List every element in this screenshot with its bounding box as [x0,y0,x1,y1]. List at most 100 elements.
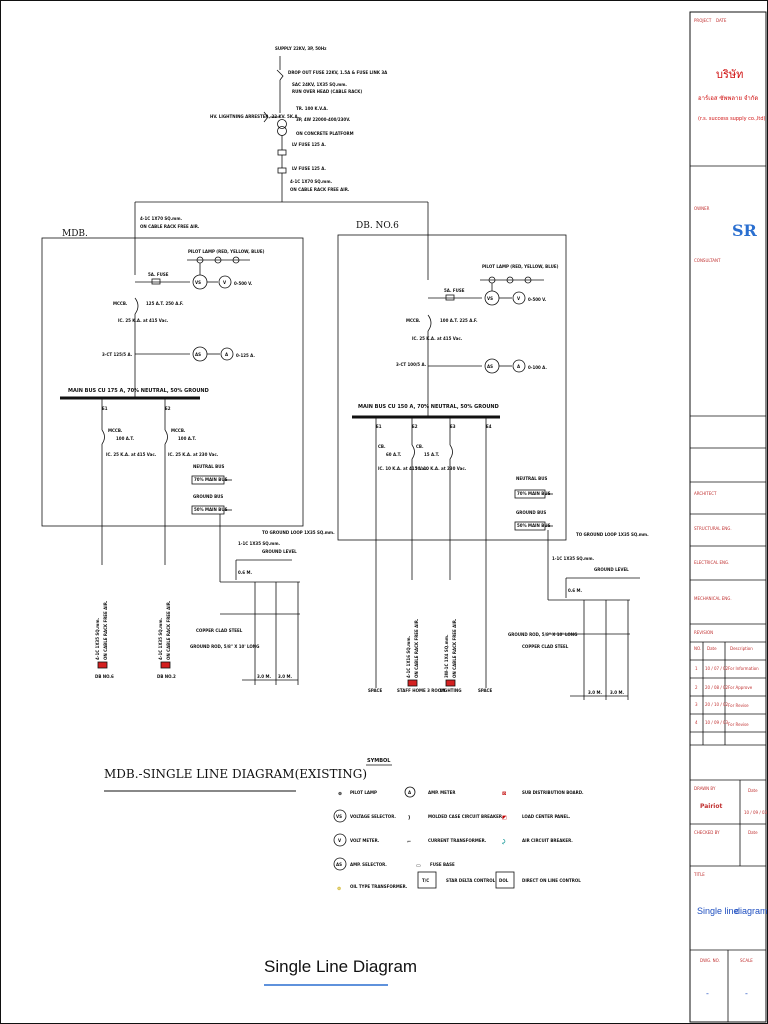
legend-fuse-text: FUSE BASE [430,862,455,867]
legend-ct-icon: ⌐ [407,839,411,845]
tb-checked-label: CHECKED BY [694,830,720,835]
feeder-cable-label: 4-1C 1X70 SQ.mm. [140,216,183,221]
db6-e3-run: ON CABLE RACK FREE AIR. [452,618,457,678]
db6-mccb-ic: IC. 25 K.A. at 415 Vac. [412,336,463,341]
title-block: PROJECT DATE บริษัท อาร์เอส ซัพพลาย จำกั… [690,18,768,1022]
tb-rev-2-no: 2 [695,685,698,690]
mdb-amp-label: 0-125 A. [236,353,255,358]
company-name-thai: บริษัท [716,68,743,81]
tb-rev-4-desc: For Revise [728,722,749,727]
arrester-label: HV. LIGHTNING ARRESTER, 22 KV. 5K.A. [210,114,300,119]
legend-volt-text: VOLT METER. [350,838,380,843]
legend-mccb-icon: ) [408,815,410,821]
legend-ct-text: CURRENT TRANSFORMER. [428,838,487,843]
feeder-split: 4-1C 1X70 SQ.mm. ON CABLE RACK FREE AIR. [134,201,429,280]
legend-dol-icon: DOL [499,878,509,883]
db6-mccb-label: MCCB. [406,318,421,323]
transformer-base: ON CONCRETE PLATFORM [296,131,354,136]
tb-project-label: PROJECT [694,18,712,23]
tb-scale-value: - [745,989,748,998]
db6-rod-label: GROUND ROD, 5/8" X 10' LONG [508,632,577,637]
tb-drawn-label: DRAWN BY [694,786,716,791]
db6-breaker-e2-name: CB. [378,444,386,449]
tb-rev-1-no: 1 [695,666,698,671]
mdb-breaker-e1-name: MCCB. [108,428,123,433]
mdb-breaker-e1-rating: 100 A.T. [116,436,135,441]
company-name-english: (r.s. success supply co.,ltd) [698,116,766,122]
db6-ground-level-label: GROUND LEVEL [594,567,629,572]
mdb-copper-label: COPPER CLAD STEEL [196,628,243,633]
mdb-pilot-label: PILOT LAMP (RED, YELLOW, BLUE) [188,249,265,254]
svg-text:VS: VS [195,280,201,285]
mdb-enclosure [41,237,304,527]
source-section: SUPPLY 22KV, 3P, 50Hz DROP OUT FUSE 22KV… [210,46,388,202]
mdb-out-1-cable: 4-1C 1X35 SQ.mm. [95,617,100,660]
mdb-breaker-e1-ic: IC. 25 K.A. at 415 Vac. [106,452,157,457]
mdb-ct-label: 3-CT 125/5 A. [102,352,133,357]
legend-amp-icon: A [408,790,412,795]
db6-volt-label: 0-500 V. [528,297,547,302]
legend-vs-icon: VS [336,814,342,819]
footer-title: Single Line Diagram [264,957,417,976]
mdb-mccb-label: MCCB. [113,301,128,306]
db6-mccb-rating: 100 A.T. 225 A.F. [440,318,478,323]
mdb-ground-loop-label: TO GROUND LOOP 1X35 SQ.mm. [262,530,335,535]
db6-title: DB. NO.6 [356,221,399,231]
tb-structural-label: STRUCTURAL ENG. [694,526,732,531]
db6-bus-label: MAIN BUS CU 150 A, 70% NEUTRAL, 50% GROU… [358,404,499,410]
db6-breaker-e1-no: E1 [376,424,382,429]
mdb-bus-label: MAIN BUS CU 175 A, 70% NEUTRAL, 50% GROU… [68,388,209,394]
tb-revision-label: REVISION [694,630,713,635]
legend-vs-text: VOLTAGE SELECTOR. [350,814,396,819]
mdb-ground-loop-cable: 1-1C 1X35 SQ.mm. [238,541,281,546]
db6-e3-cable: 3W-1C 1X4 SQ.mm. [444,634,449,678]
title-block-frame [689,11,767,1023]
svg-text:V: V [517,296,521,301]
tb-rev-2-desc: For Approve [728,685,753,690]
tb-date-label-2: Date [748,788,758,793]
legend-volt-icon: V [338,838,342,843]
tb-dwg-label: DWG. NO. [700,958,720,963]
company-name-thai-full: อาร์เอส ซัพพลาย จำกัด [698,94,758,102]
mdb-ground-level-label: GROUND LEVEL [262,549,297,554]
db6-copper-label: COPPER CLAD STEEL [522,644,569,649]
feeder-run-label: ON CABLE RACK FREE AIR. [140,224,200,229]
db6-breaker-e3-name: CB. [416,444,424,449]
db6-e3-dest: LIGHTING [440,688,462,693]
mdb-out-2-run: ON CABLE RACK FREE AIR. [166,600,171,660]
db6-neutral-tag: 70% MAIN BUS [517,491,551,496]
mdb-mccb-ic: IC. 25 K.A. at 415 Vac. [118,318,169,323]
tb-rev-4-date: 10 / 09 / 03 [705,720,729,725]
mdb-volt-label: 0-500 V. [234,281,253,286]
legend-amp-text: AMP. METER [428,790,455,795]
db6-ground-bus-label: GROUND BUS [516,510,546,515]
legend-oil-tr-text: OIL TYPE TRANSFORMER. [350,884,408,889]
tb-owner-label: OWNER [694,206,710,211]
mdb-ground-tag: 50% MAIN BUS [194,507,228,512]
tb-title-label: TITLE [693,872,705,877]
legend-subdb-text: SUB DISTRIBUTION BOARD. [522,790,584,795]
symbol-legend: SYMBOL ⊗ PILOT LAMP A AMP. METER ⊠ SUB D… [333,758,584,892]
mdb-breaker-e2-name: MCCB. [171,428,186,433]
db6-breaker-e2-no: E2 [412,424,418,429]
db6-ground-tag: 50% MAIN BUS [517,523,551,528]
db6-breaker-e3-no: E3 [450,424,456,429]
db6-neutral-bus-label: NEUTRAL BUS [516,476,547,481]
tb-rev-3-date: 20 / 10 / 02 [705,702,729,707]
tb-rev-3-no: 3 [695,702,698,707]
legend-as-text: AMP. SELECTOR. [350,862,387,867]
mdb-depth-label: 0.6 M. [238,570,252,575]
tb-architect-label: ARCHITECT [694,491,717,496]
db6-e4-dest: SPACE [478,688,492,693]
tb-title-line-2: diagram [735,906,768,916]
mdb-breaker-e2-rating: 100 A.T. [178,436,197,441]
db6-e2-cable: 4-1C 1X16 SQ.mm. [406,635,411,678]
legend-acb-text: AIR CIRCUIT BREAKER. [522,838,573,843]
legend-pilot-text: PILOT LAMP [350,790,377,795]
db6-e2-run: ON CABLE RACK FREE AIR. [414,618,419,678]
db6-enclosure [337,234,567,541]
company-logo: SR [732,221,758,240]
hv-cable-label: SAC 24KV, 1X35 SQ.mm. [292,82,347,87]
tb-scale-label: SCALE [740,958,753,963]
